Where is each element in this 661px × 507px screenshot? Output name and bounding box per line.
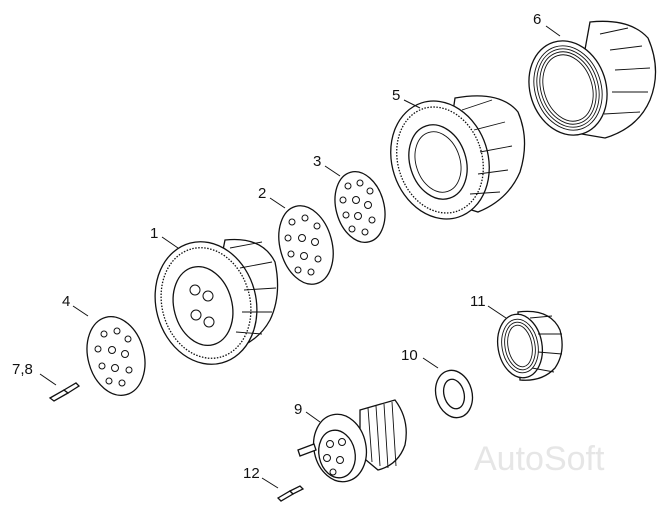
leader-2	[269, 197, 286, 209]
leader-11	[487, 305, 507, 319]
label-part-5: 5	[392, 87, 400, 104]
label-part-3: 3	[313, 153, 321, 170]
part-9-contact-carrier	[297, 399, 407, 483]
part-3-insert-disc	[334, 171, 386, 243]
part-11-coupling-ring	[496, 310, 563, 381]
part-5-receptacle-shell	[390, 95, 526, 220]
leader-9	[305, 411, 321, 423]
leader-1	[161, 236, 179, 249]
label-part-1: 1	[150, 225, 158, 242]
label-part-2: 2	[258, 185, 266, 202]
leader-10	[422, 357, 439, 369]
leader-6	[545, 25, 561, 37]
leader-3	[324, 165, 341, 177]
part-1-plug-body	[154, 238, 279, 365]
part-12-contact-pin	[276, 485, 305, 502]
label-part-9: 9	[294, 401, 302, 418]
part-10-washer	[434, 369, 474, 419]
label-part-11: 11	[470, 293, 486, 310]
label-part-10: 10	[401, 347, 418, 364]
leader-12	[261, 477, 279, 489]
leader-5	[403, 99, 421, 109]
label-part-4: 4	[62, 293, 70, 310]
label-part-7-8: 7,8	[12, 361, 33, 378]
label-part-6: 6	[533, 11, 541, 28]
part-4-insert-disc	[86, 316, 146, 396]
label-part-12: 12	[243, 465, 260, 482]
leader-7-8	[39, 373, 57, 386]
part-7-8-contact-pin	[48, 382, 81, 402]
watermark: AutoSoft	[474, 440, 605, 478]
part-6-coupling-nut	[528, 20, 657, 139]
part-2-grommet-disc	[278, 205, 334, 285]
leader-4	[72, 305, 89, 317]
